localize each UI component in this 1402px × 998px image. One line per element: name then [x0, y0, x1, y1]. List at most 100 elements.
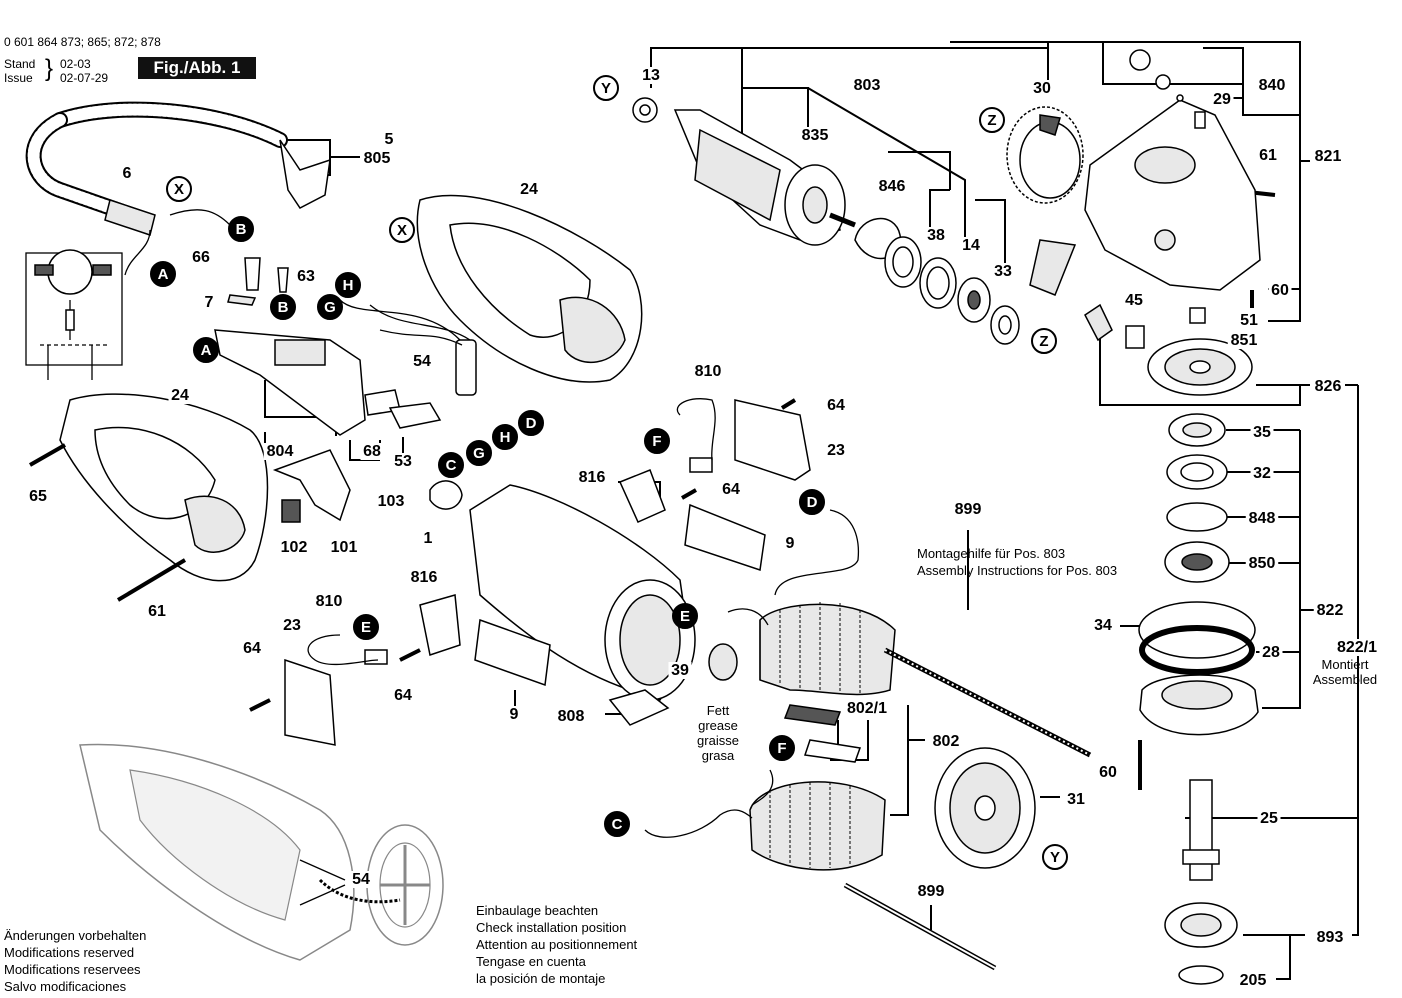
part-label-31: 31 [1067, 791, 1085, 808]
part-label-bg [824, 397, 848, 414]
part-label-bg [168, 387, 192, 404]
part-label-bg [391, 453, 415, 470]
part-label-23: 23 [827, 442, 845, 459]
part-label-840: 840 [1259, 77, 1286, 94]
part-label-bg [360, 443, 384, 460]
part-label-bg [189, 249, 213, 266]
part-label-bg [1313, 929, 1347, 946]
callout-circle-z [1031, 328, 1057, 354]
bearing-cover-31 [934, 747, 1036, 869]
part-label-804: 804 [267, 443, 294, 460]
part-label-bg [280, 617, 304, 634]
callout-circle-d [518, 410, 544, 436]
motor-housing [429, 480, 696, 701]
part-label-802: 802 [933, 733, 960, 750]
callout-letter-a: A [158, 266, 169, 283]
part-label-bg [1250, 465, 1274, 482]
part-label-bg [277, 539, 311, 556]
grease-line-es: grasa [701, 748, 735, 763]
callout-circle-h [492, 424, 518, 450]
part-label-7: 7 [205, 294, 214, 311]
modifications-line-de: Änderungen vorbehalten [4, 928, 147, 943]
part-label-bg [1311, 148, 1345, 165]
cable-ties [843, 647, 1092, 971]
part-label-822-1: 822/1 [1337, 639, 1377, 656]
wiring-schematic [25, 249, 123, 380]
callout-circle-b [270, 294, 296, 320]
part-label-bg [951, 501, 985, 518]
part-label-810: 810 [316, 593, 343, 610]
part-label-bg [668, 662, 692, 679]
callout-letter-d: D [526, 415, 537, 432]
part-label-821: 821 [1315, 148, 1342, 165]
part-label-805: 805 [364, 150, 391, 167]
part-label-bg [294, 268, 318, 285]
part-label-816: 816 [411, 569, 438, 586]
part-label-103: 103 [378, 493, 405, 510]
part-label-bg [382, 131, 396, 148]
callout-circle-c [438, 452, 464, 478]
part-label-851: 851 [1231, 332, 1258, 349]
part-label-1: 1 [424, 530, 433, 547]
callout-letter-c: C [446, 457, 457, 474]
part-label-bg [240, 640, 264, 657]
part-label-64: 64 [243, 640, 261, 657]
part-label-102: 102 [281, 539, 308, 556]
issue-label: Issue [4, 71, 33, 85]
callout-circle-e [672, 603, 698, 629]
armature [632, 97, 856, 246]
part-label-bg [575, 469, 609, 486]
callout-circle-a [150, 261, 176, 287]
part-label-54: 54 [413, 353, 431, 370]
issue-date: 02-07-29 [60, 71, 109, 85]
part-label-54: 54 [352, 871, 370, 888]
part-label-bg [263, 443, 297, 460]
gear-head [1029, 49, 1261, 296]
part-label-bg [1064, 791, 1088, 808]
part-label-bg [914, 883, 948, 900]
part-label-39: 39 [671, 662, 689, 679]
install-line-2: Check installation position [476, 920, 627, 935]
callout-letter-d: D [807, 494, 818, 511]
part-label-848: 848 [1249, 510, 1276, 527]
part-label-9: 9 [510, 706, 519, 723]
switch-assembly [214, 257, 442, 436]
callout-letter-e: E [361, 619, 371, 636]
install-line-5: la posición de montaje [476, 971, 606, 986]
part-label-bg [407, 569, 441, 586]
part-label-bg [783, 535, 797, 552]
part-label-51: 51 [1240, 312, 1258, 329]
part-label-bg [312, 593, 346, 610]
part-label-bg [507, 706, 521, 723]
bevel-gear-30 [1006, 106, 1084, 204]
part-label-bg [1313, 602, 1347, 619]
callout-letter-h: H [500, 429, 511, 446]
part-label-bg [639, 67, 663, 84]
modifications-line-fr: Modifications reservees [4, 962, 141, 977]
callout-letter-b: B [236, 221, 247, 238]
callout-circle-y [593, 75, 619, 101]
assembly-aid-note: Montagehilfe für Pos. 803 Assembly Instr… [917, 545, 1117, 579]
part-label-802-1: 802/1 [847, 700, 887, 717]
part-label-bg [1255, 77, 1289, 94]
brush-holders-covers [284, 399, 811, 746]
part-label-bg [349, 871, 373, 888]
callout-letter-g: G [473, 445, 485, 462]
callout-circle-g [466, 440, 492, 466]
bearing-rings [854, 218, 1020, 345]
part-label-bg [1257, 810, 1281, 827]
callout-letter-c: C [612, 816, 623, 833]
part-label-850: 850 [1249, 555, 1276, 572]
part-label-bg [1259, 644, 1283, 661]
part-label-bg [26, 488, 50, 505]
callout-circle-a [193, 337, 219, 363]
modifications-line-en: Modifications reserved [4, 945, 135, 960]
part-label-33: 33 [994, 263, 1012, 280]
part-label-835: 835 [802, 127, 829, 144]
grease-note: Fett grease graisse grasa [693, 703, 743, 763]
part-label-23: 23 [283, 617, 301, 634]
part-label-25: 25 [1260, 810, 1278, 827]
part-label-bg [824, 442, 848, 459]
